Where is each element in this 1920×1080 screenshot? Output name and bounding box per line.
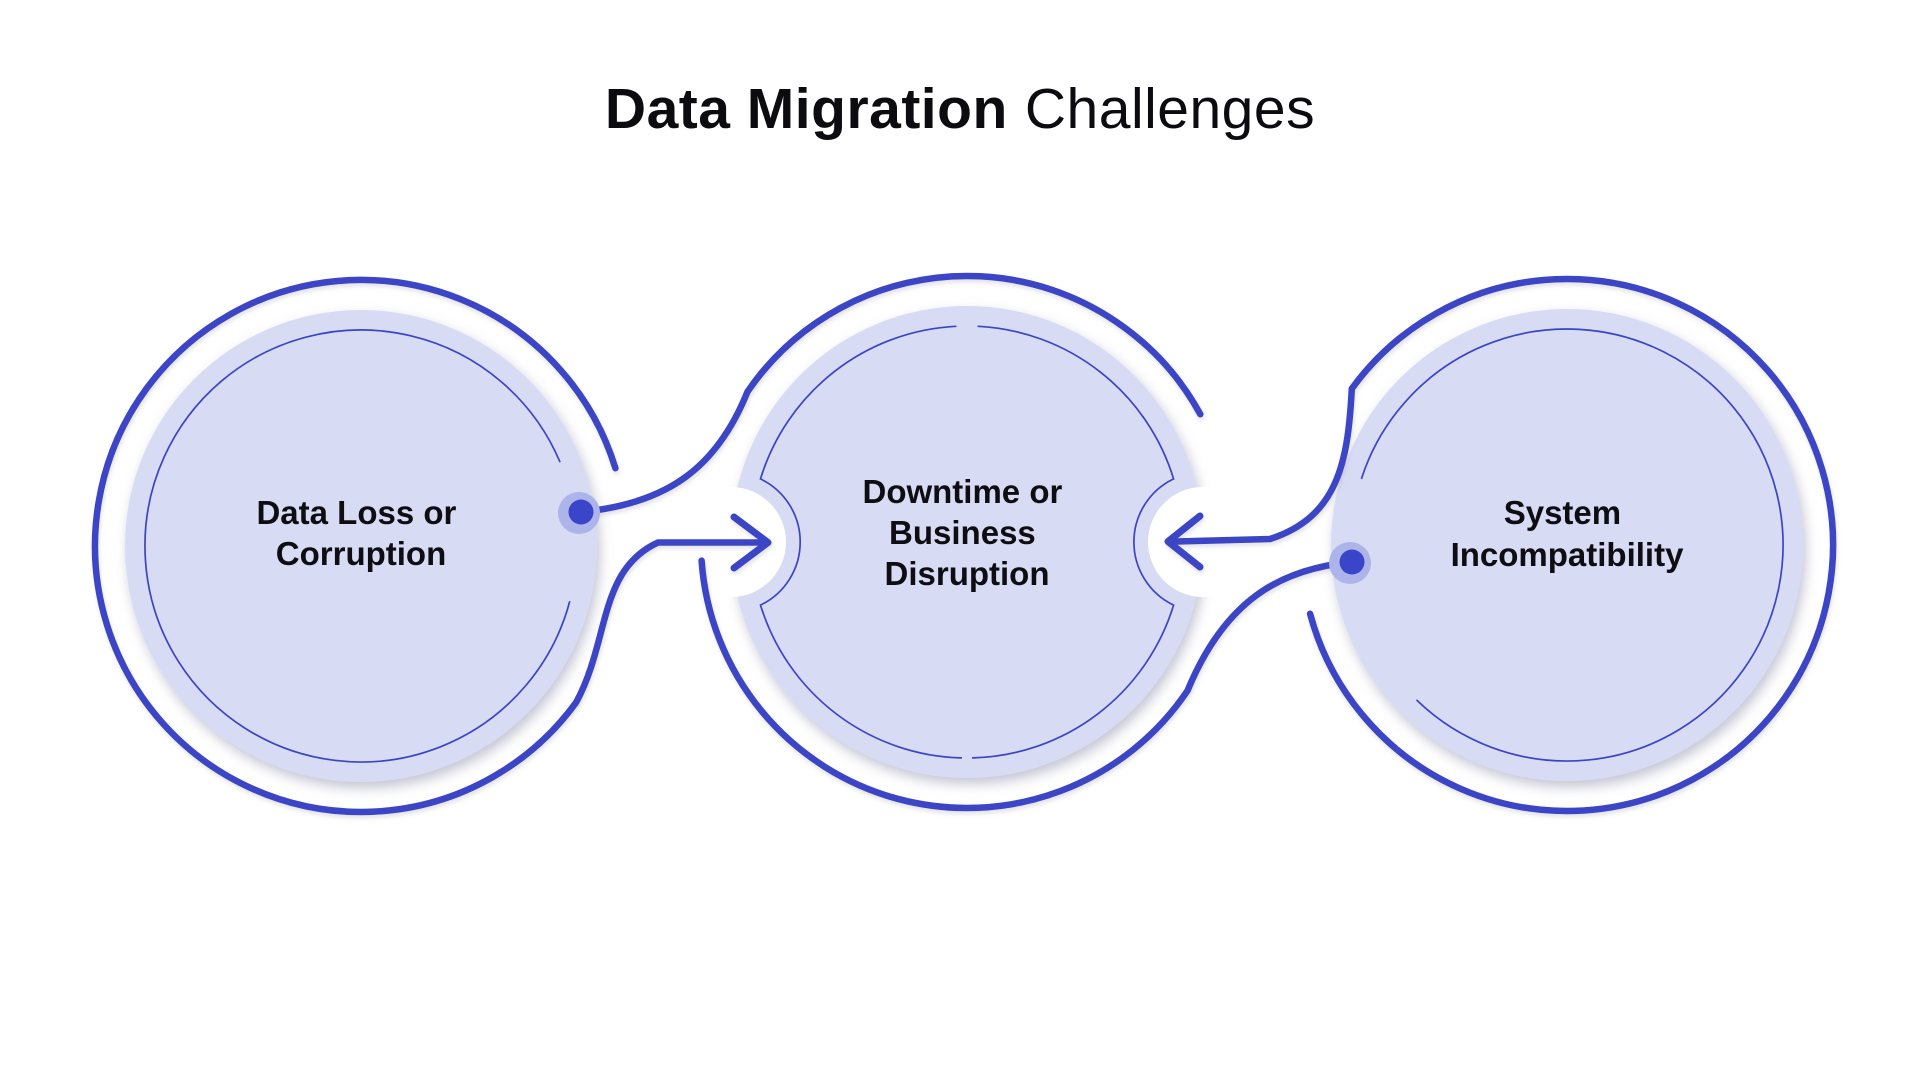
- connector-dot-left: [568, 499, 594, 525]
- node-label-downtime: Downtime or Business Disruption: [862, 473, 1071, 592]
- arrow-right-head: [730, 513, 772, 572]
- outer-ring-system-with-arrow-tail: [1172, 275, 1837, 815]
- dot-link-to-downtime-bottom-arc: [698, 557, 1356, 812]
- inner-ring-data-loss: [144, 329, 571, 763]
- node-disc-system: [1331, 309, 1803, 781]
- node-label-data-loss: Data Loss or Corruption: [256, 494, 465, 572]
- connector-dot-right: [1339, 549, 1365, 575]
- node-label-system: System Incompatibility: [1451, 494, 1685, 573]
- inner-ring-system: [1360, 328, 1784, 762]
- arrow-left-head: [1164, 512, 1204, 571]
- title-rest: Challenges: [1024, 77, 1316, 141]
- node-disc-downtime: [731, 306, 1203, 778]
- outer-ring-data-loss-with-arrow-tail: [91, 276, 766, 816]
- title-emphasis: Data Migration: [604, 77, 1008, 141]
- dot-link-to-downtime-top-arc: [577, 272, 1204, 516]
- inner-ring-downtime: [759, 325, 1175, 759]
- node-disc-data-loss: [125, 310, 597, 782]
